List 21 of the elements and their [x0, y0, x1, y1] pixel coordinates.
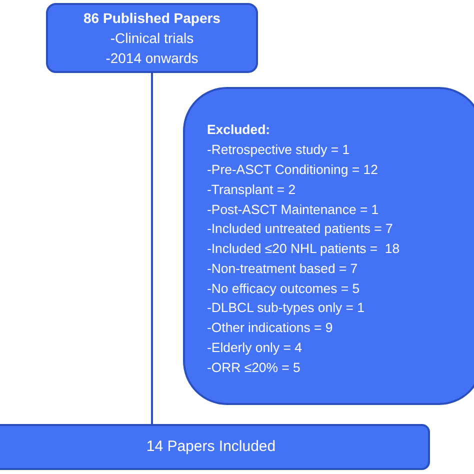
text-line: -ORR ≤20% = 5: [207, 358, 300, 377]
process-box: [46, 3, 258, 73]
text-line: -Retrospective study = 1: [207, 141, 350, 160]
text-line: -Included untreated patients = 7: [207, 220, 393, 238]
text-line: 14 Papers Included: [146, 437, 276, 457]
text-line: -Included ≤20 NHL patients = 18: [207, 240, 400, 258]
text-line: -Pre-ASCT Conditioning = 12: [207, 160, 378, 179]
text-line: -Elderly only = 4: [207, 339, 302, 358]
connector-line: [151, 73, 153, 424]
text-line: -No efficacy outcomes = 5: [207, 280, 360, 298]
text-line: -Transplant = 2: [207, 180, 296, 199]
text-line: -Clinical trials: [110, 29, 194, 48]
text-line: -DLBCL sub-types only = 1: [207, 299, 364, 318]
heading: Excluded:: [207, 121, 270, 140]
process-box: [0, 424, 430, 470]
text-line: -2014 onwards: [106, 49, 198, 68]
text-line: -Post-ASCT Maintenance = 1: [207, 200, 379, 218]
heading: 86 Published Papers: [84, 9, 220, 28]
exclusion-box: [183, 87, 474, 405]
text-line: -Non-treatment based = 7: [207, 260, 358, 278]
text-line: -Other indications = 9: [207, 319, 333, 338]
